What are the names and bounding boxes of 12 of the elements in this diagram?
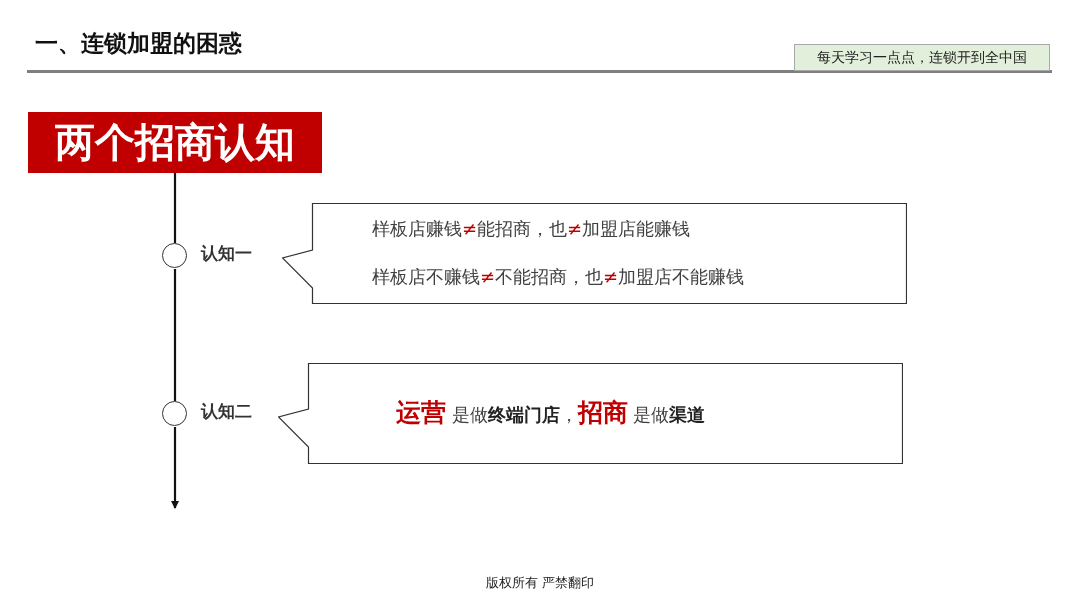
milestone-label: 认知一 [201, 242, 252, 265]
heading-banner: 两个招商认知 [28, 112, 322, 173]
bubble-text: 样板店不赚钱≠不能招商，也≠加盟店不能赚钱 [372, 265, 745, 289]
timeline-line [173, 269, 177, 401]
footer-note: 版权所有 严禁翻印 [484, 574, 596, 592]
timeline-line [173, 173, 177, 243]
milestone-label: 认知二 [201, 400, 252, 423]
page-title: 一、连锁加盟的困惑 [35, 29, 242, 58]
bubble-text: 样板店赚钱≠能招商，也≠加盟店能赚钱 [372, 217, 691, 241]
bubble-text: 运营 是做终端门店，招商 是做渠道 [396, 397, 706, 429]
timeline-arrow [171, 427, 179, 509]
slogan-banner: 每天学习一点点，连锁开到全中国 [794, 44, 1050, 71]
